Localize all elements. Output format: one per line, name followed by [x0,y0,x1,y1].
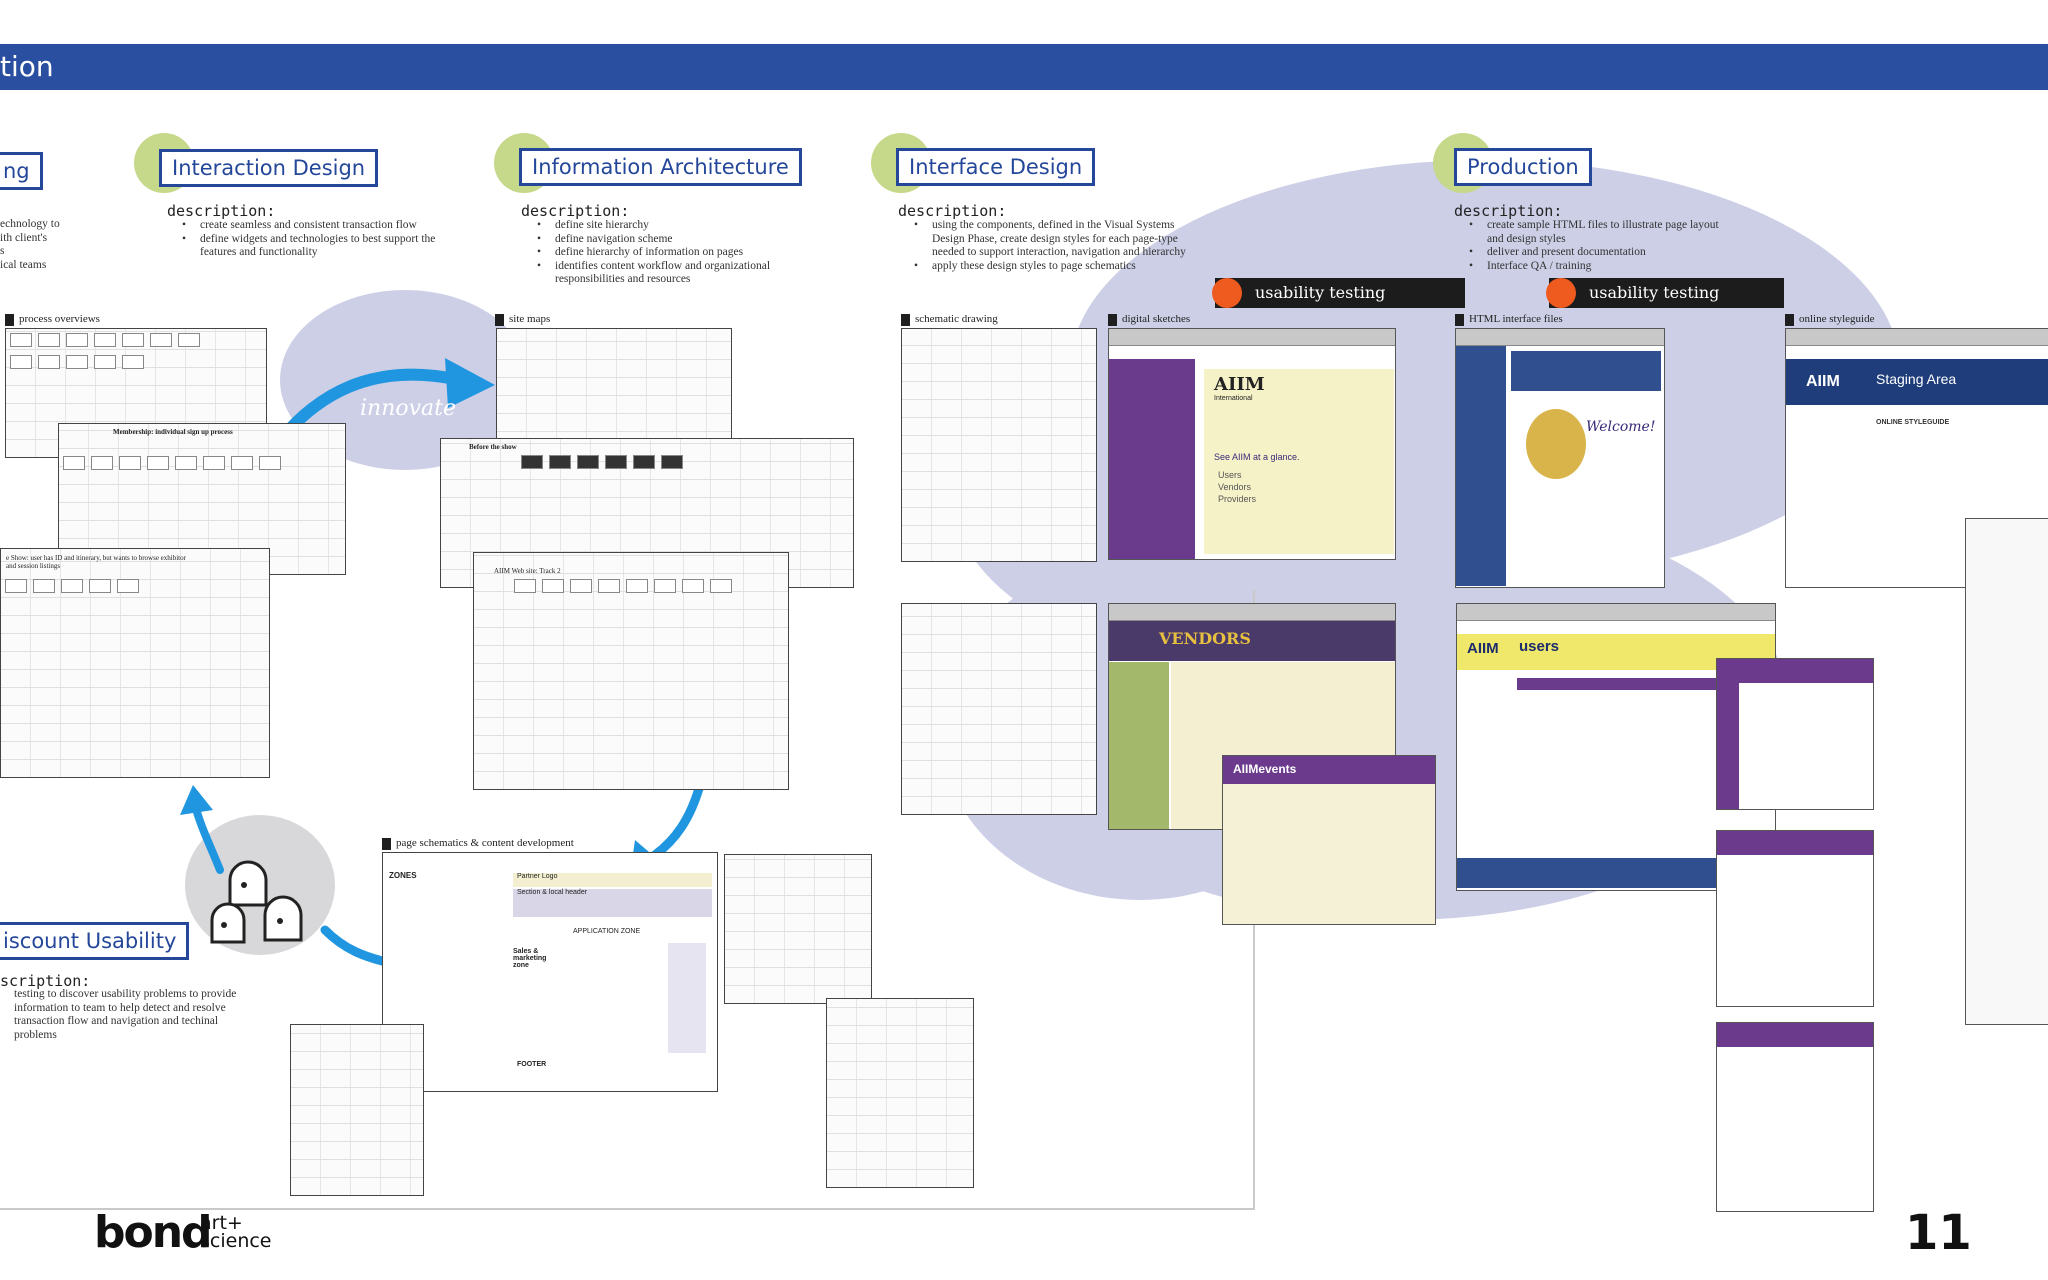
banner-title: tion [0,50,54,83]
phase-interaction-design: Interaction Design [159,149,379,187]
desc-head-interface: description: [898,202,1007,220]
arrow-up-icon [180,785,224,874]
label-tab-process [5,314,14,326]
thumb-schematic-1 [901,328,1097,562]
frame-horizontal [0,1208,1255,1210]
phase-information-architecture: Information Architecture [519,148,802,186]
thumb-sitemap-3: AIIM Web site: Track 2 [473,552,789,790]
bullets-ia: define site hierarchy define navigation … [533,219,793,287]
label-process-overviews: process overviews [19,313,100,325]
thumb-schematic-b [290,1024,424,1196]
usability-testing-banner-1: usability testing [1215,278,1465,308]
desc-head-ia: description: [521,202,630,220]
desc-head-production: description: [1454,202,1563,220]
thumb-digital-3: AIIMevents [1222,755,1436,925]
thumb-styleguide-2 [1965,518,2048,1025]
label-tab-schematic [901,314,910,326]
label-tab-styleguide [1785,314,1794,326]
label-site-maps: site maps [509,313,551,325]
desc-head-usability: scription: [0,972,91,990]
desc-usability: testing to discover usability problems t… [14,988,237,1041]
label-online-styleguide: online styleguide [1799,313,1875,325]
phase-partial-desc: echnology to ith client's s ical teams [0,218,60,271]
bullets-production: create sample HTML files to illustrate p… [1465,219,1735,273]
label-tab-schematics [382,838,391,850]
label-tab-sitemaps [495,314,504,326]
desc-head-interaction: description: [167,202,276,220]
label-schematic-drawing: schematic drawing [915,313,998,325]
phase-partial-label: ng [0,152,43,190]
page-number: 11 [1905,1205,1972,1261]
thumb-process-3: e Show: user has ID and itinerary, but w… [0,548,270,778]
phase-discount-usability: iscount Usability [0,922,190,960]
thumb-schematic-a [724,854,872,1004]
arrow-innovate-icon [274,358,495,446]
label-page-schematics: page schematics & content development [396,837,574,849]
label-tab-html [1455,314,1464,326]
phase-production: Production [1454,148,1592,186]
innovate-label: innovate [360,396,457,421]
usability-dot-2 [1546,278,1576,308]
thumb-digital-1: AIIM International See AIIM at a glance.… [1108,328,1396,560]
user-heads-icon [210,860,303,944]
thumb-schematic-zones: ZONES Partner Logo Section & local heade… [382,852,718,1092]
footer-logo: bond [94,1207,213,1258]
thumb-sitemap-1 [496,328,732,450]
usability-testing-banner-2: usability testing [1549,278,1784,308]
thumb-schematic-2 [901,603,1097,815]
bullets-interface: using the components, defined in the Vis… [910,219,1200,273]
phase-interface-design: Interface Design [896,148,1096,186]
label-digital-sketches: digital sketches [1122,313,1191,325]
thumb-purple-3 [1716,1022,1874,1212]
title-banner [0,44,2048,90]
thumb-html-1: Welcome! [1455,328,1665,588]
bullets-interaction: create seamless and consistent transacti… [178,219,438,260]
thumb-purple-2 [1716,830,1874,1007]
usability-dot-1 [1212,278,1242,308]
thumb-purple-1 [1716,658,1874,810]
label-tab-digital [1108,314,1117,326]
thumb-schematic-c [826,998,974,1188]
label-html-interface-files: HTML interface files [1469,313,1563,325]
footer-logo-small: art+ science [200,1212,272,1252]
